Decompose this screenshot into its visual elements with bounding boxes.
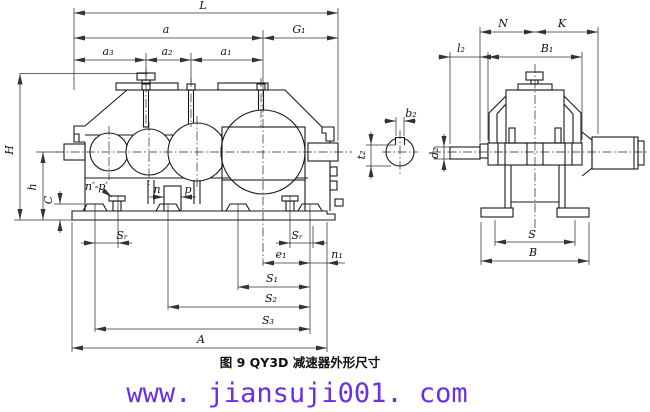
watermark-url: www. jiansuji001. com: [126, 378, 467, 409]
figure-caption: 图 9 QY3D 减速器外形尺寸: [220, 355, 381, 370]
dim-label-Sr-left: Sᵣ: [116, 229, 128, 242]
dim-label-A: A: [196, 333, 205, 346]
dim-label-S: S: [528, 228, 536, 241]
dim-label-K: K: [557, 17, 567, 30]
dim-label-a2: a₂: [162, 45, 173, 58]
end-dimension-lines: [438, 29, 598, 264]
dim-label-S1: S₁: [266, 272, 278, 285]
dim-label-a3: a₃: [103, 45, 114, 58]
dim-label-N: N: [497, 17, 508, 30]
main-dimension-lines: [17, 10, 345, 351]
dim-label-a1: a₁: [221, 45, 232, 58]
dim-label-B1: B₁: [540, 42, 554, 55]
dim-label-S2: S₂: [265, 292, 277, 305]
dim-label-Sr-right: Sᵣ: [291, 229, 303, 242]
dim-label-G1: G₁: [292, 23, 305, 36]
dim-label-C: C: [42, 195, 55, 204]
dim-label-B: B: [528, 246, 537, 259]
dim-label-b2: b₂: [405, 107, 416, 120]
end-view-outline: [449, 71, 645, 218]
dim-label-e1: e₁: [276, 248, 287, 261]
dim-label-h: h: [26, 183, 39, 190]
end-dimension-labels: N K l₂ B₁ d₂ S B: [428, 17, 567, 259]
dim-label-H: H: [3, 145, 16, 156]
dim-label-t2: t₂: [355, 151, 368, 160]
dim-label-np: n′-p′: [85, 180, 108, 193]
dim-label-n: n: [153, 183, 160, 196]
main-extension-lines: [14, 8, 339, 352]
dim-label-n1: n₁: [331, 248, 343, 261]
keyway-detail: b₂ t₂: [355, 107, 418, 179]
main-dimension-labels: L a G₁ a₃ a₂ a₁ H h C n′-p′ n p Sᵣ Sᵣ e₁…: [3, 0, 343, 346]
dim-label-p: p: [184, 183, 191, 196]
end-extension-lines: [434, 27, 599, 265]
dim-label-a: a: [163, 23, 170, 36]
dim-label-d2: d₂: [428, 147, 441, 158]
dim-label-l2: l₂: [457, 42, 465, 55]
dim-label-S3: S₃: [262, 314, 274, 327]
main-centerlines: [55, 68, 352, 266]
end-centerlines: [432, 64, 648, 232]
dim-label-L: L: [198, 0, 206, 12]
